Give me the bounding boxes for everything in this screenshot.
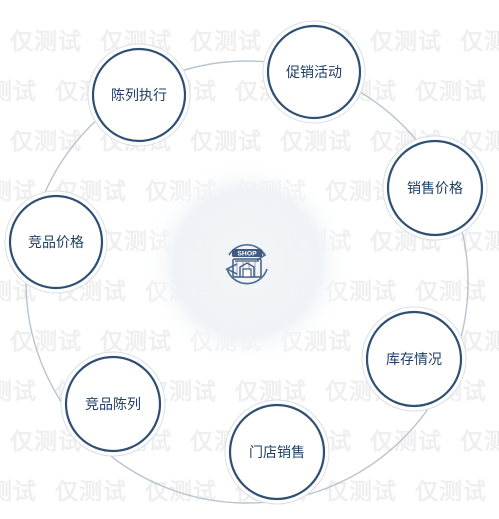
node-circle bbox=[266, 24, 362, 120]
node-circle bbox=[365, 310, 463, 408]
node-label: 竞品陈列 bbox=[85, 397, 141, 413]
node-circle bbox=[386, 139, 484, 237]
node-circle bbox=[91, 47, 187, 143]
node-label: 竞品价格 bbox=[28, 235, 84, 251]
shop-banner bbox=[232, 249, 262, 257]
nodes-group bbox=[4, 20, 488, 505]
shop-label: SHOP bbox=[237, 250, 257, 257]
node-label: 销售价格 bbox=[407, 181, 463, 197]
node-circle bbox=[64, 355, 162, 453]
node-label: 库存情况 bbox=[386, 352, 442, 368]
shop-cycle-icon: SHOP bbox=[225, 243, 268, 285]
node-label: 陈列执行 bbox=[111, 88, 167, 104]
node-label: 门店销售 bbox=[249, 445, 305, 461]
node-label: 促销活动 bbox=[286, 65, 342, 81]
node-circle bbox=[8, 194, 104, 290]
node-circle bbox=[228, 403, 326, 501]
